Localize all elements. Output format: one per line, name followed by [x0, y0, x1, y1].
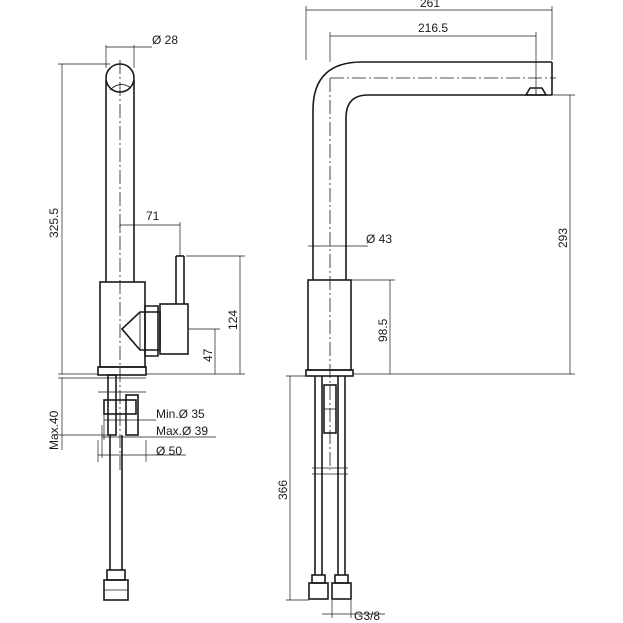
dim-hole-max: Max.Ø 39 — [156, 424, 208, 438]
aerator — [524, 87, 548, 96]
dim-base-diameter: Ø 50 — [156, 444, 182, 458]
dim-body-side-height: 98.5 — [376, 318, 390, 342]
dim-hose-length: 366 — [276, 480, 290, 500]
dim-handle-offset: 71 — [146, 209, 160, 223]
base-ring — [97, 366, 147, 376]
side-nut-2 — [331, 582, 352, 600]
spout-outer — [312, 61, 552, 252]
dim-total-reach: 261 — [420, 0, 440, 10]
mount-stud — [107, 374, 117, 436]
dim-thread: G3/8 — [354, 609, 380, 623]
dim-spout-reach: 216.5 — [418, 21, 448, 35]
spout-inner — [345, 94, 552, 252]
lever-housing — [144, 305, 159, 357]
side-base — [305, 369, 354, 377]
side-dimensions: 261 216.5 293 Ø 43 98.5 366 G3/8 — [276, 0, 575, 623]
front-view — [97, 60, 189, 601]
side-nut-1 — [308, 582, 329, 600]
side-fitting-1 — [311, 574, 326, 584]
dim-body-diameter: Ø 43 — [366, 232, 392, 246]
dim-total-height: 325.5 — [47, 208, 61, 238]
lever-cone — [120, 311, 161, 351]
dim-spout-height: 293 — [556, 228, 570, 248]
side-body — [307, 279, 352, 371]
mixer-body — [99, 281, 146, 368]
front-dimensions: Ø 28 325.5 71 124 47 Max.40 Min.Ø 35 Max — [47, 33, 245, 462]
dim-handle-height: 124 — [226, 310, 240, 330]
handle — [159, 303, 189, 355]
dim-spout-diameter: Ø 28 — [152, 33, 178, 47]
side-view — [305, 61, 556, 600]
mount-nut — [125, 394, 139, 436]
side-fitting-2 — [334, 574, 349, 584]
hose-fitting — [106, 569, 126, 581]
dim-hole-min: Min.Ø 35 — [156, 407, 205, 421]
dim-body-height: 47 — [201, 348, 215, 362]
dim-max-deck: Max.40 — [47, 410, 61, 450]
